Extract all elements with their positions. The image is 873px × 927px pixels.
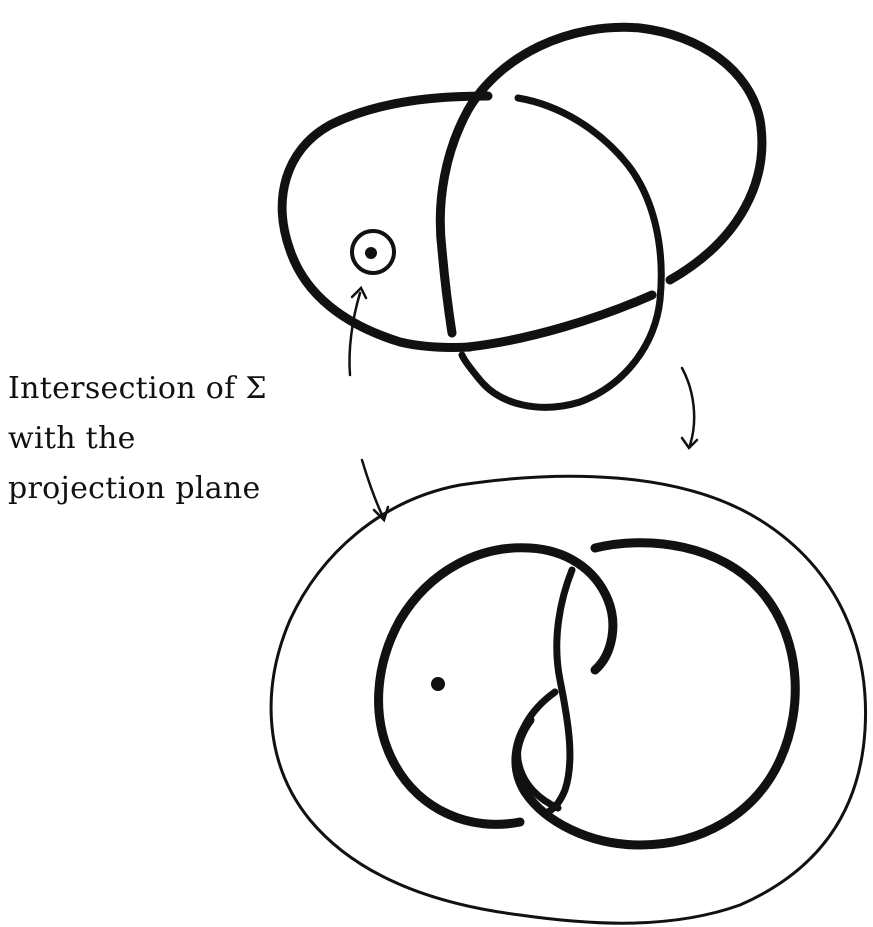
sigma-dot: [365, 247, 377, 259]
caption: Intersection of Σ with the projection pl…: [8, 364, 267, 514]
arrow-right-head: [680, 436, 699, 450]
twist-strand: [544, 566, 576, 816]
top-link: [277, 22, 767, 411]
arrows: [348, 285, 699, 523]
arrow-to-marker-head: [350, 285, 368, 300]
caption-line-1: Intersection of Σ: [8, 371, 267, 406]
puncture-dot: [431, 677, 445, 691]
arrow-to-plane: [360, 458, 385, 519]
caption-line-2: with the: [8, 421, 136, 456]
left-lobe: [374, 543, 618, 829]
twist-strand-lower: [514, 688, 562, 812]
projection-plane-outline: [269, 474, 868, 925]
arrow-right: [680, 366, 696, 447]
arrow-to-marker: [348, 291, 362, 377]
caption-line-3: projection plane: [8, 471, 261, 506]
loop-a-right: [435, 22, 767, 338]
right-lobe: [511, 538, 800, 850]
sigma-circle: [350, 229, 396, 275]
loop-a-upper: [277, 91, 493, 352]
loop-b-upper: [458, 94, 665, 411]
loop-a-lower: [463, 290, 657, 352]
bottom-diagram: [269, 474, 868, 925]
